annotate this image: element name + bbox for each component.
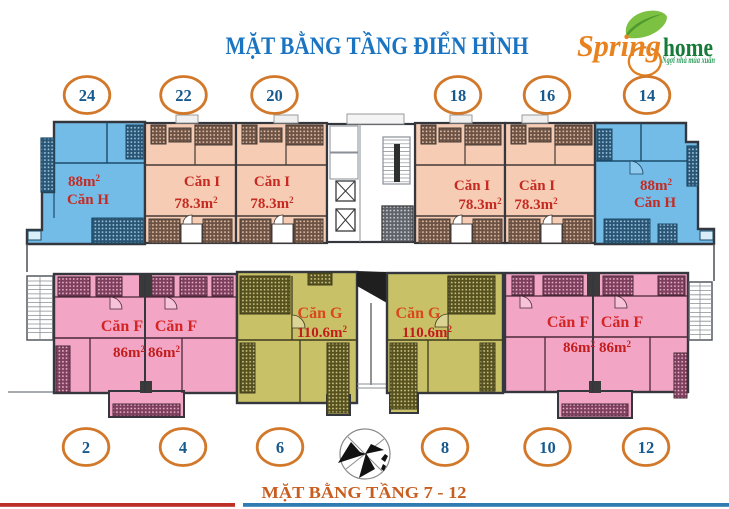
svg-text:14: 14 xyxy=(639,86,656,105)
svg-text:Spring: Spring xyxy=(577,28,661,63)
svg-text:Căn G: Căn G xyxy=(396,305,441,322)
svg-text:Căn H: Căn H xyxy=(67,192,109,208)
svg-text:MẶT BẰNG TẦNG ĐIỂN HÌNH: MẶT BẰNG TẦNG ĐIỂN HÌNH xyxy=(226,31,529,60)
svg-text:22: 22 xyxy=(175,86,192,105)
svg-text:Căn F: Căn F xyxy=(155,318,197,335)
svg-text:78.3m2: 78.3m2 xyxy=(174,195,218,212)
svg-text:Căn H: Căn H xyxy=(634,195,676,211)
svg-text:78.3m2: 78.3m2 xyxy=(458,196,502,213)
svg-text:6: 6 xyxy=(276,438,284,457)
svg-text:24: 24 xyxy=(79,86,96,105)
svg-text:Căn I: Căn I xyxy=(254,174,290,190)
svg-text:88m2: 88m2 xyxy=(640,177,673,194)
svg-text:12: 12 xyxy=(638,438,655,457)
svg-text:86m2: 86m2 xyxy=(113,344,146,361)
svg-text:16: 16 xyxy=(539,86,556,105)
svg-text:Căn I: Căn I xyxy=(519,178,555,194)
svg-text:Căn I: Căn I xyxy=(454,178,490,194)
svg-text:86m2: 86m2 xyxy=(148,344,181,361)
svg-text:Căn F: Căn F xyxy=(601,314,643,331)
svg-text:78.3m2: 78.3m2 xyxy=(250,195,294,212)
svg-text:Căn F: Căn F xyxy=(547,314,589,331)
svg-text:Căn I: Căn I xyxy=(184,174,220,190)
svg-text:Căn G: Căn G xyxy=(298,305,343,322)
svg-text:78.3m2: 78.3m2 xyxy=(514,196,558,213)
svg-text:4: 4 xyxy=(179,438,187,457)
svg-text:2: 2 xyxy=(82,438,90,457)
svg-text:20: 20 xyxy=(266,86,283,105)
svg-text:Ngợi nhà mùa xuân: Ngợi nhà mùa xuân xyxy=(661,55,715,65)
svg-text:86m2: 86m2 xyxy=(599,339,632,356)
svg-text:88m2: 88m2 xyxy=(68,173,101,190)
svg-text:86m2: 86m2 xyxy=(563,339,596,356)
svg-text:110.6m2: 110.6m2 xyxy=(297,324,347,341)
svg-text:10: 10 xyxy=(539,438,556,457)
svg-text:18: 18 xyxy=(450,86,467,105)
svg-text:8: 8 xyxy=(441,438,449,457)
svg-text:Căn F: Căn F xyxy=(101,318,143,335)
svg-text:MẶT BẰNG TẦNG 7 - 12: MẶT BẰNG TẦNG 7 - 12 xyxy=(262,483,467,502)
svg-text:110.6m2: 110.6m2 xyxy=(402,324,452,341)
svg-text:home: home xyxy=(663,33,713,62)
